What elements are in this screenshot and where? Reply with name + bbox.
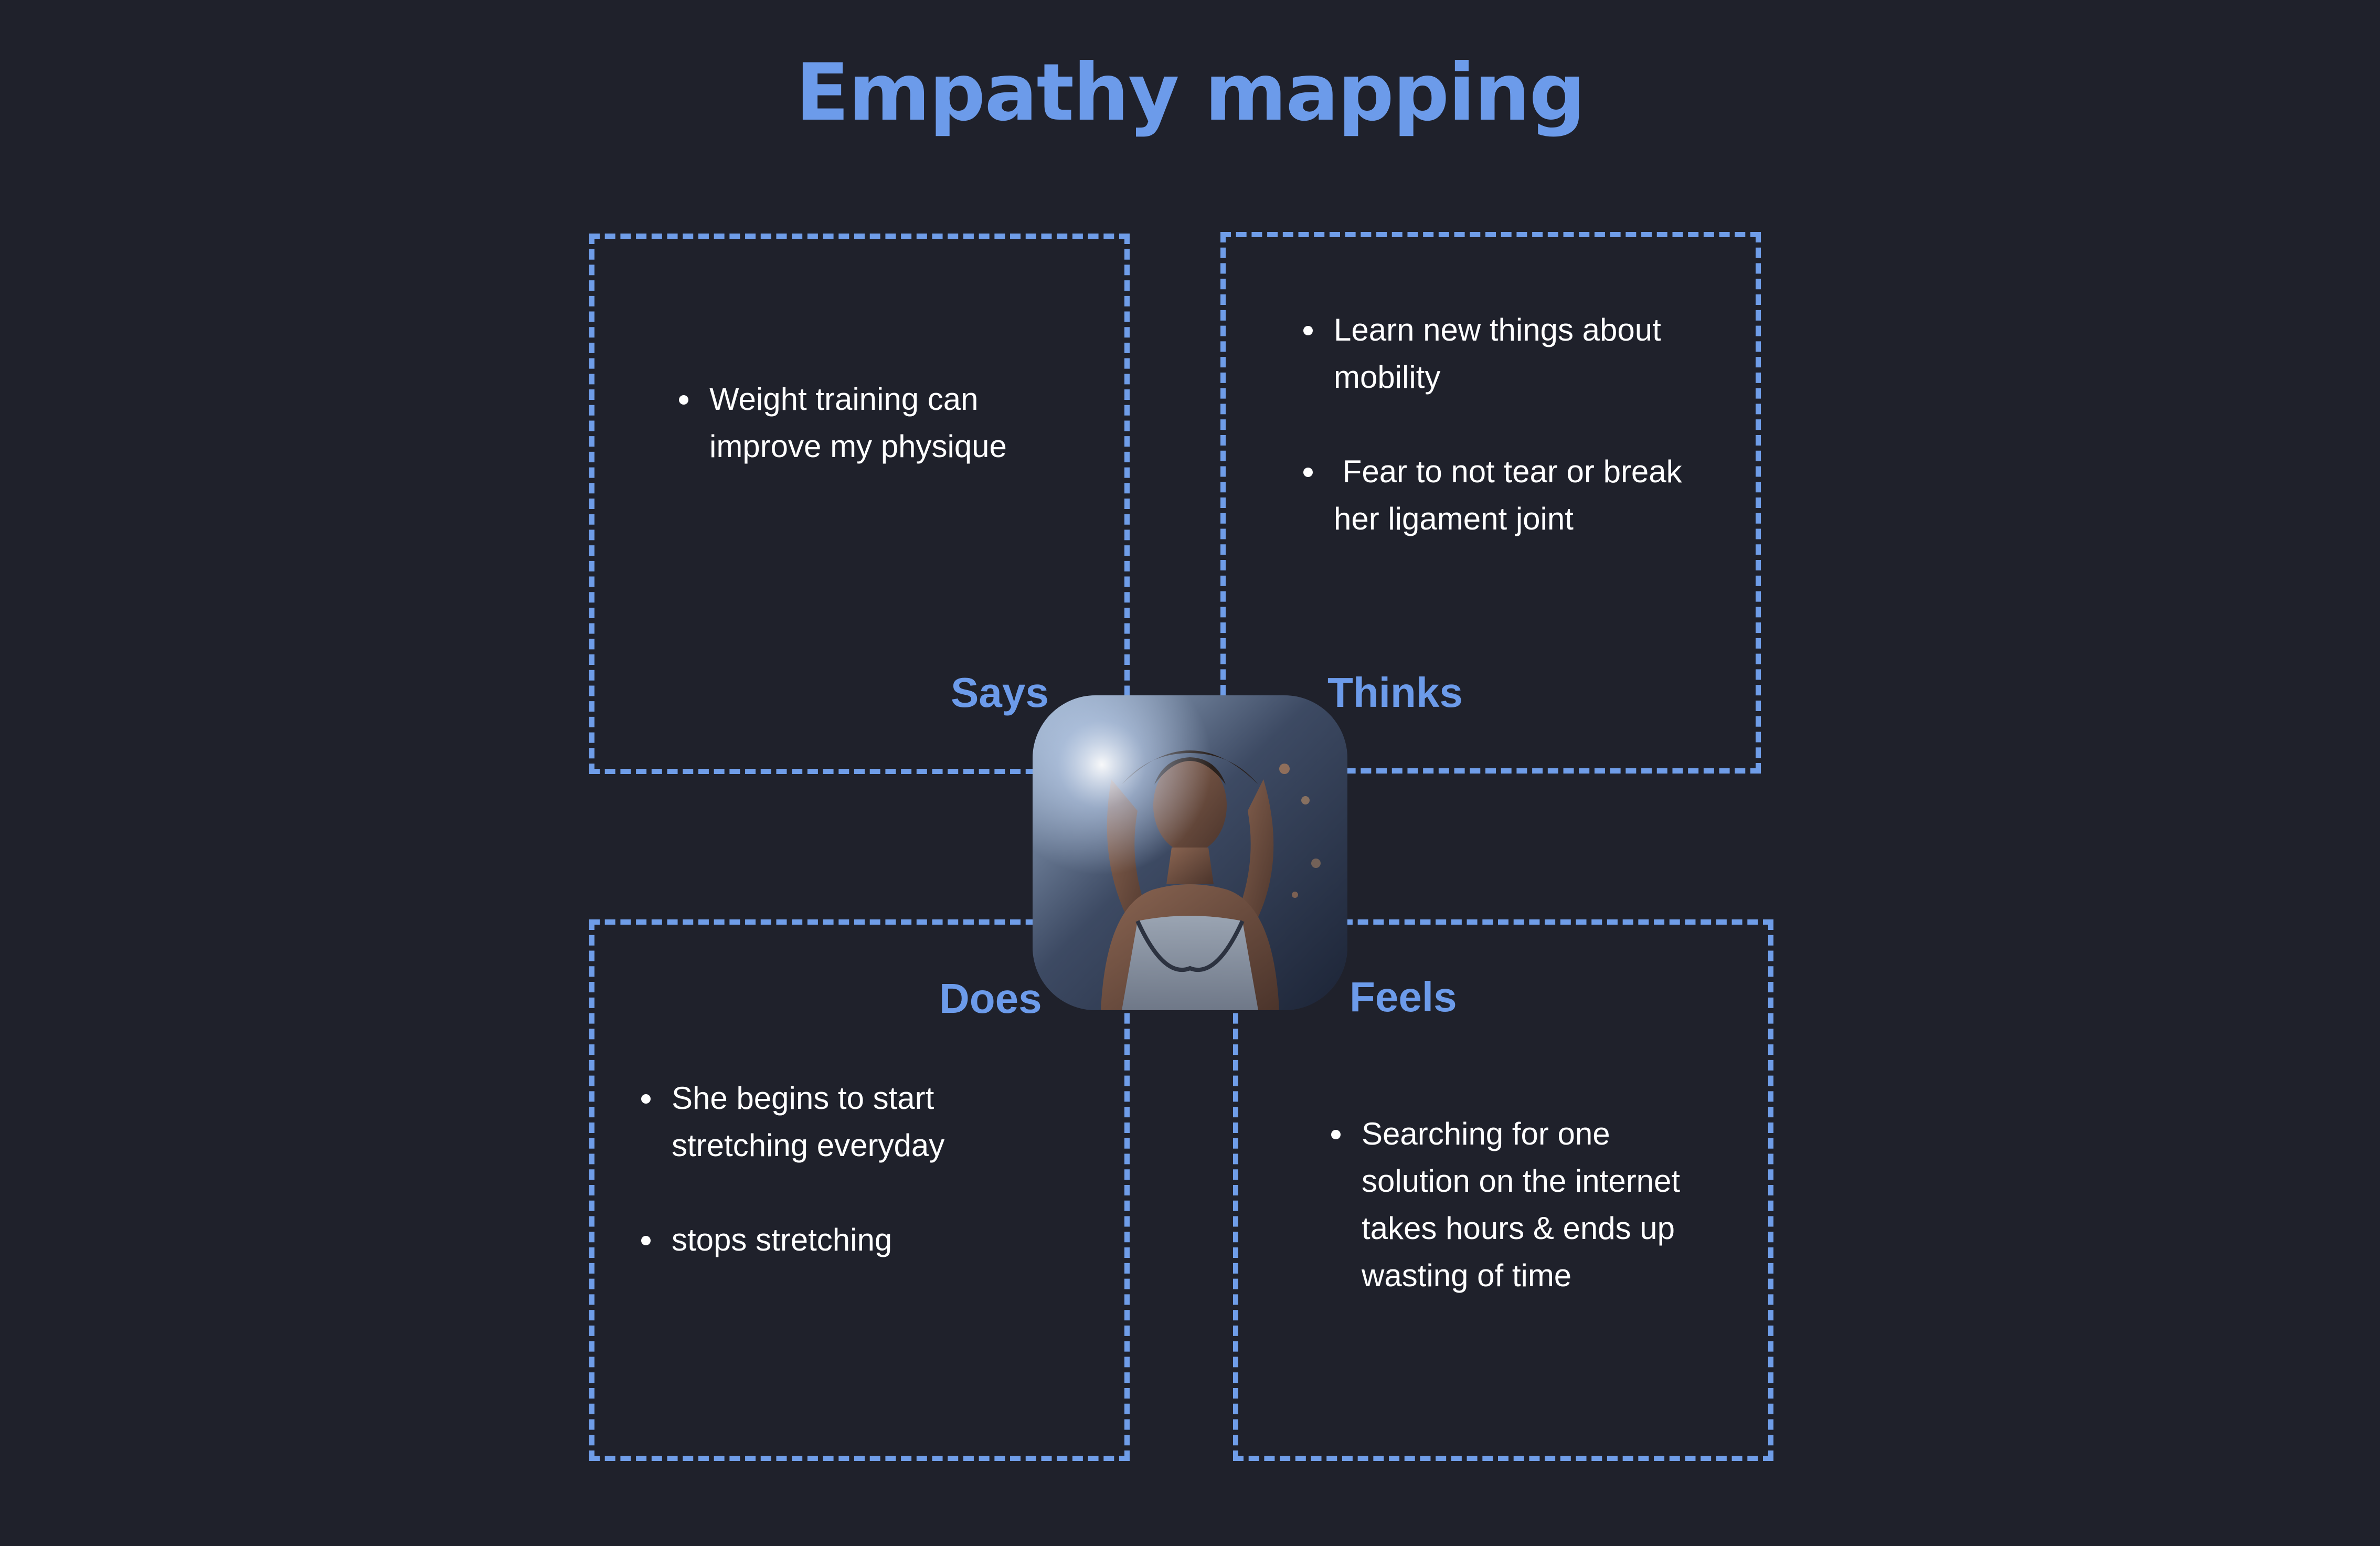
does-label: Does — [939, 975, 1042, 1022]
feels-list: Searching for one solution on the intern… — [1331, 1110, 1719, 1299]
does-quadrant — [589, 919, 1130, 1461]
does-item: stops stretching — [641, 1216, 1029, 1264]
thinks-item: Learn new things about mobility — [1303, 306, 1702, 401]
says-label: Says — [951, 669, 1049, 716]
thinks-item: Fear to not tear or break her ligament j… — [1303, 448, 1702, 543]
thinks-quadrant — [1220, 232, 1761, 774]
persona-photo — [1033, 695, 1347, 1010]
says-item: Weight training can improve my physique — [679, 376, 1036, 470]
says-quadrant — [589, 234, 1130, 774]
feels-item: Searching for one solution on the intern… — [1331, 1110, 1719, 1299]
does-item: She begins to start stretching everyday — [641, 1075, 1029, 1169]
feels-quadrant — [1233, 919, 1773, 1461]
says-list: Weight training can improve my physique — [679, 376, 1036, 470]
page-title: Empathy mapping — [795, 47, 1586, 139]
thinks-list: Learn new things about mobility Fear to … — [1303, 306, 1702, 543]
does-list: She begins to start stretching everyday … — [641, 1075, 1029, 1264]
athlete-portrait-icon — [1033, 695, 1347, 1010]
thinks-label: Thinks — [1327, 669, 1463, 716]
feels-label: Feels — [1350, 973, 1457, 1020]
